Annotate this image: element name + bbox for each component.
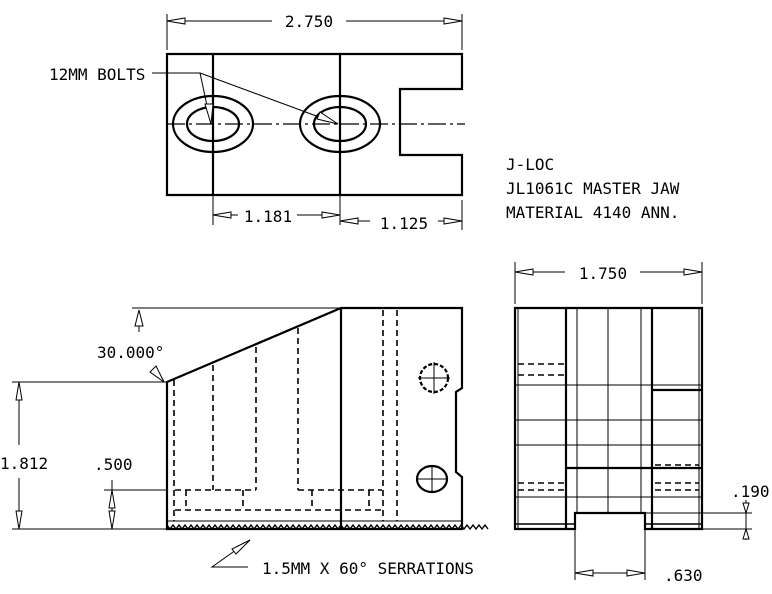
dim-angle: 30.000° (97, 343, 164, 362)
top-view: 12MM BOLTS 2.750 1.181 1.125 (49, 12, 465, 233)
dim-key-width-arrow-left (574, 569, 594, 577)
dim-height: 1.812 (0, 454, 48, 473)
angle-arrow-bottom (149, 365, 165, 383)
end-view: 1.750 .190 .630 (513, 262, 770, 585)
title-block: J-LOC JL1061C MASTER JAW MATERIAL 4140 A… (506, 155, 680, 222)
dim-key-width: .630 (664, 566, 703, 585)
bolts-leader-1 (152, 72, 212, 125)
dim-key-width-arrow-right (626, 569, 646, 577)
serration-note: 1.5MM X 60° SERRATIONS (262, 559, 474, 578)
dim-bolt-spacing-arrow-right (321, 211, 341, 219)
dim-bolt-spacing-arrow-left (212, 211, 232, 219)
bolt-counterbore-2 (298, 94, 382, 154)
dim-slot-offset: 1.125 (380, 214, 428, 233)
dim-end-width-arrow-left (514, 268, 534, 276)
bolts-leader-arrow-2 (316, 111, 339, 125)
angle-arrow-top (134, 309, 144, 327)
dim-serration-height: .500 (94, 455, 133, 474)
front-view-outline (165, 306, 464, 531)
dim-end-width: 1.750 (579, 264, 627, 283)
dim-end-width-arrow-right (683, 268, 703, 276)
front-view: 30.000° 1.812 .500 1.5MM X 60° SERRATION… (0, 306, 489, 578)
dim-height-arrow-bottom (15, 510, 23, 530)
bolts-leader-2 (199, 72, 339, 125)
bolts-leader-arrow-1 (204, 103, 214, 125)
bolt-counterbore-1 (171, 94, 255, 154)
dim-top-width-arrow-left (166, 17, 186, 25)
dim-serration-arrow-bottom (108, 510, 116, 530)
dim-key-depth-arrow-top (742, 502, 750, 515)
dim-key-depth-arrow-bottom (742, 527, 750, 540)
dim-serration-arrow-top (108, 489, 116, 509)
hidden-lines-front (173, 310, 398, 521)
dim-height-arrow-top (15, 381, 23, 401)
dim-bolt-spacing: 1.181 (244, 207, 292, 226)
top-view-outline (165, 52, 464, 197)
dim-key-depth: .190 (731, 482, 770, 501)
serrations (166, 523, 489, 531)
dim-top-width: 2.750 (285, 12, 333, 31)
dim-top-width-arrow-right (443, 17, 463, 25)
bolt-hole-2 (312, 105, 368, 143)
dim-slot-offset-arrow-right (443, 217, 463, 225)
title-line-2: JL1061C MASTER JAW (506, 179, 680, 198)
bolts-note: 12MM BOLTS (49, 65, 145, 84)
serration-leader-arrow (231, 539, 251, 555)
hidden-lines-end (518, 363, 699, 491)
title-line-3: MATERIAL 4140 ANN. (506, 203, 679, 222)
dim-slot-offset-arrow-left (339, 217, 359, 225)
title-line-1: J-LOC (506, 155, 554, 174)
